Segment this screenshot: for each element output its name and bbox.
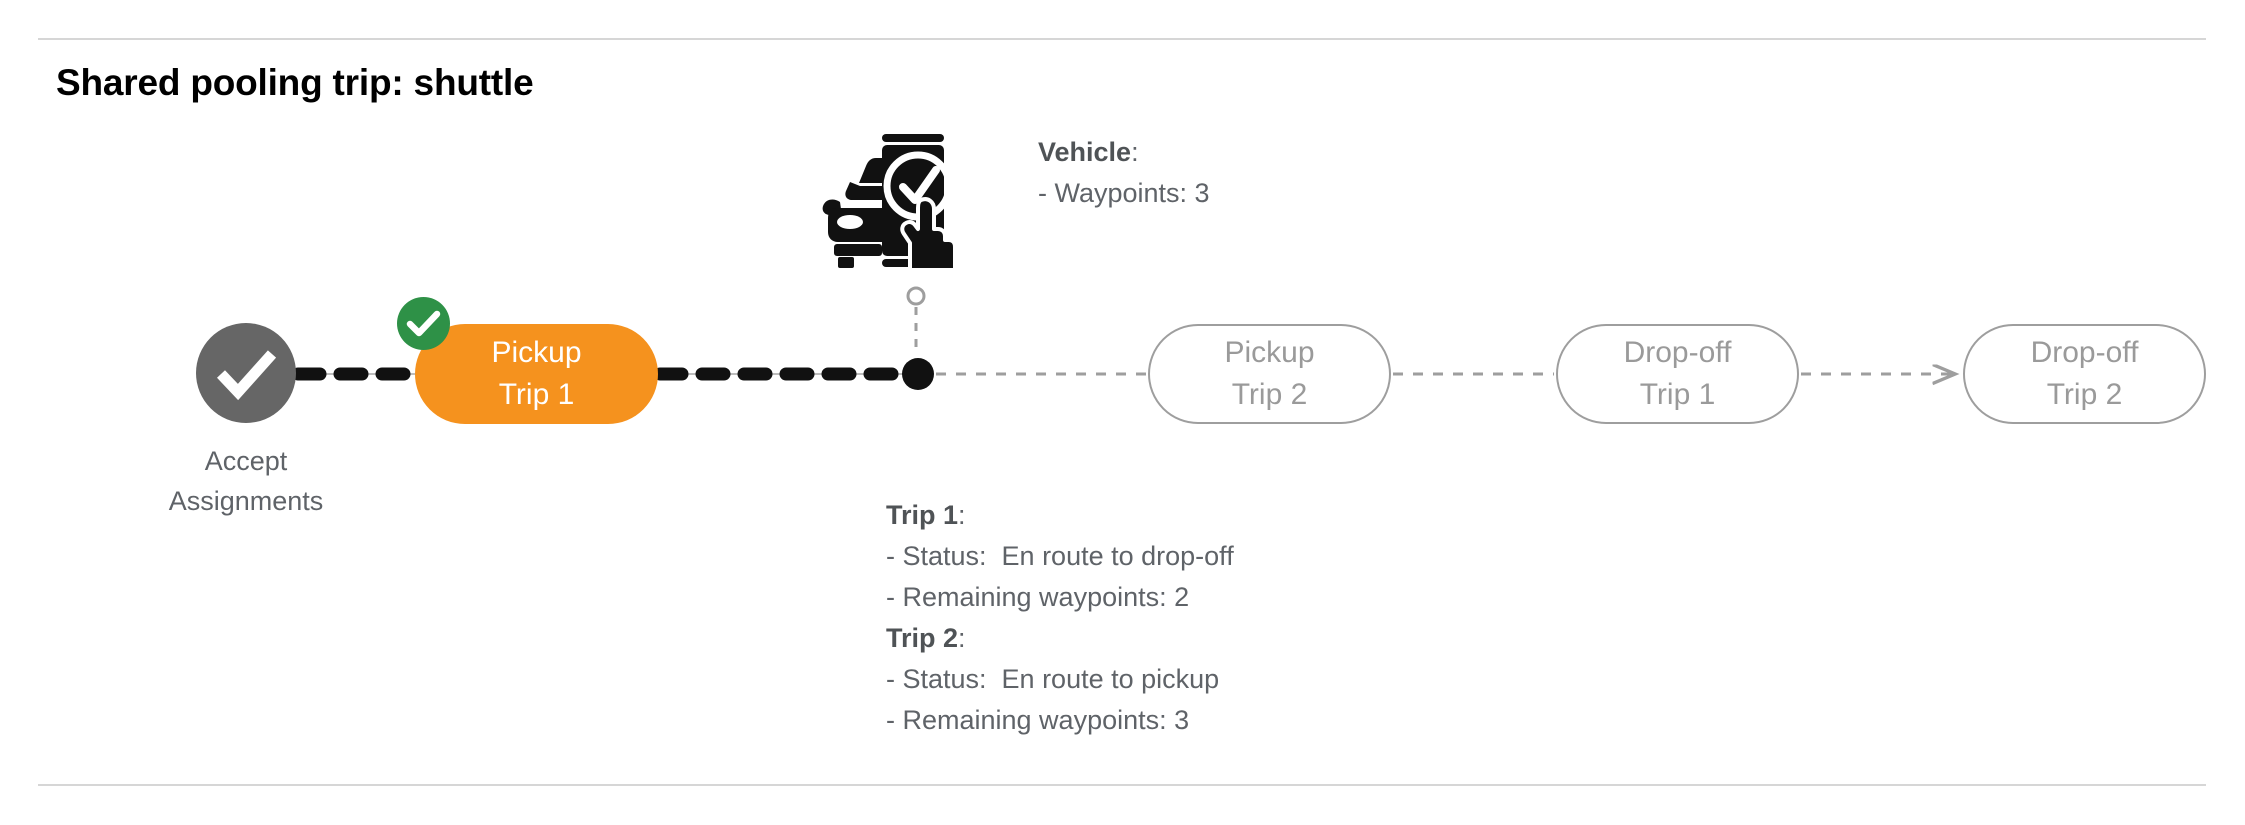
node-pickup-trip-2-line1: Pickup [1224, 336, 1315, 369]
trip-2-status-line: - Status: En route to pickup [886, 664, 1220, 694]
accept-assignments-label: Accept Assignments [56, 441, 436, 521]
trip-1-waypoints-line: - Remaining waypoints: 2 [886, 582, 1190, 612]
trip-1-heading: Trip 1: [886, 495, 1234, 536]
trip-info-block: Trip 1: - Status: En route to drop-off -… [886, 495, 1234, 741]
node-dropoff-trip-2[interactable]: Drop-off Trip 2 [1963, 324, 2206, 424]
accept-label-line1: Accept [204, 446, 288, 476]
node-dropoff-trip-1-line2: Trip 1 [1639, 378, 1716, 411]
accept-label-line2: Assignments [168, 486, 324, 516]
node-dropoff-trip-2-line2: Trip 2 [2046, 378, 2123, 411]
check-circle-icon [196, 323, 296, 423]
vehicle-checkin-icon [820, 118, 975, 268]
trip-1-heading-colon: : [958, 500, 966, 530]
accept-assignments-node[interactable] [196, 323, 296, 423]
node-pickup-trip-1-line1: Pickup [491, 336, 582, 369]
trip-2-heading: Trip 2: [886, 618, 1234, 659]
trip-2-heading-label: Trip 2 [886, 623, 959, 653]
bottom-divider [38, 784, 2206, 786]
node-pickup-trip-2-line2: Trip 2 [1231, 378, 1308, 411]
node-pickup-trip-1[interactable]: Pickup Trip 1 [415, 324, 658, 424]
trip-2-waypoints-line: - Remaining waypoints: 3 [886, 705, 1190, 735]
node-dropoff-trip-1[interactable]: Drop-off Trip 1 [1556, 324, 1799, 424]
vehicle-info-heading: Vehicle: [1038, 132, 1210, 173]
vehicle-info-block: Vehicle: - Waypoints: 3 [1038, 132, 1210, 214]
check-badge-icon [397, 297, 450, 350]
vehicle-waypoints-line: - Waypoints: 3 [1038, 178, 1210, 208]
node-dropoff-trip-1-line1: Drop-off [1623, 336, 1732, 369]
node-dropoff-trip-2-line1: Drop-off [2030, 336, 2139, 369]
trip-1-status-line: - Status: En route to drop-off [886, 541, 1234, 571]
vehicle-heading-colon: : [1131, 137, 1139, 167]
trip-2-heading-colon: : [958, 623, 966, 653]
vehicle-heading-label: Vehicle [1038, 137, 1132, 167]
page-title: Shared pooling trip: shuttle [56, 62, 534, 103]
node-pickup-trip-2[interactable]: Pickup Trip 2 [1148, 324, 1391, 424]
node-pickup-trip-1-line2: Trip 1 [498, 378, 575, 411]
vehicle-position-dot [902, 358, 934, 390]
trip-1-heading-label: Trip 1 [886, 500, 959, 530]
top-divider [38, 38, 2206, 40]
